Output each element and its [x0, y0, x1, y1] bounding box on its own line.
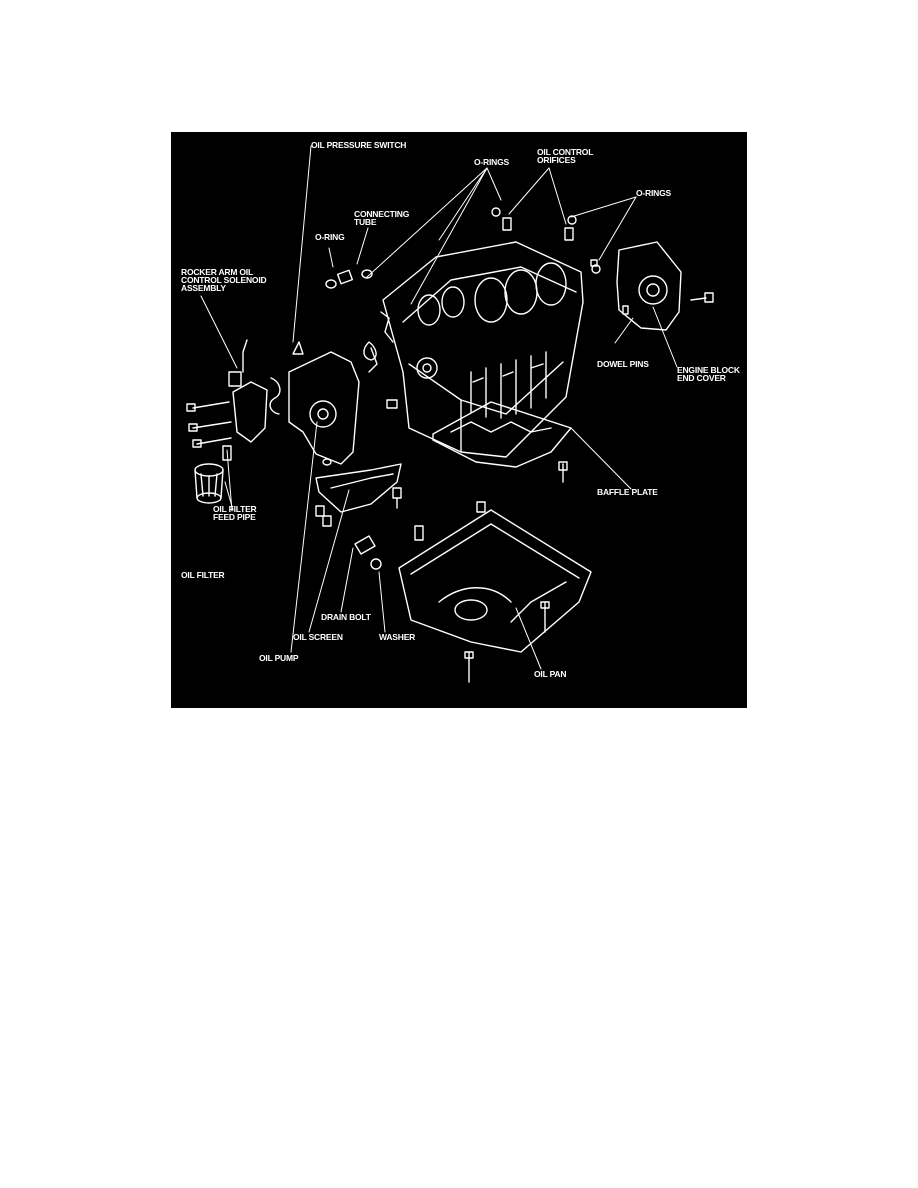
label-line: ROCKER ARM OIL: [181, 267, 253, 277]
label-connecting-tube: CONNECTING TUBE: [354, 209, 410, 227]
exploded-diagram: OIL PRESSURE SWITCH O-RINGS OIL CONTROL …: [171, 132, 747, 708]
label-line: CONTROL SOLENOID: [181, 275, 267, 285]
label-rocker-arm-oil-control-solenoid-assembly: ROCKER ARM OIL CONTROL SOLENOID ASSEMBLY: [181, 267, 267, 293]
label-line: ASSEMBLY: [181, 283, 226, 293]
label-baffle-plate: BAFFLE PLATE: [597, 487, 658, 497]
rocker-arm-solenoid: [186, 339, 281, 448]
label-line: O-RINGS: [636, 188, 671, 198]
label-engine-block-end-cover: ENGINE BLOCK END COVER: [677, 365, 740, 383]
label-oil-pan: OIL PAN: [534, 669, 567, 679]
label-dowel-pins: DOWEL PINS: [597, 359, 649, 369]
label-line: O-RINGS: [474, 157, 509, 167]
o-rings: [322, 207, 601, 466]
label-oil-filter-feed-pipe: OIL FILTER FEED PIPE: [213, 504, 257, 522]
oil-pump: [288, 341, 398, 465]
label-line: OIL PAN: [534, 669, 567, 679]
label-o-rings-right: O-RINGS: [636, 188, 671, 198]
oil-pan: [354, 501, 592, 683]
engine-block: [380, 241, 584, 458]
baffle-plate: [432, 401, 572, 483]
label-line: END COVER: [677, 373, 726, 383]
label-line: ENGINE BLOCK: [677, 365, 740, 375]
label-line: OIL SCREEN: [293, 632, 343, 642]
label-drain-bolt: DRAIN BOLT: [321, 612, 371, 622]
label-line: OIL CONTROL: [537, 147, 594, 157]
label-line: DOWEL PINS: [597, 359, 649, 369]
label-washer: WASHER: [379, 632, 416, 642]
label-line: FEED PIPE: [213, 512, 256, 522]
label-oil-filter: OIL FILTER: [181, 570, 225, 580]
label-oil-control-orifices: OIL CONTROL ORIFICES: [537, 147, 594, 165]
label-line: OIL PRESSURE SWITCH: [311, 140, 407, 150]
label-line: ORIFICES: [537, 155, 576, 165]
label-line: OIL PUMP: [259, 653, 299, 663]
label-line: OIL FILTER: [213, 504, 257, 514]
fittings: [336, 217, 598, 373]
label-line: TUBE: [354, 217, 377, 227]
oil-filter: [194, 445, 232, 504]
label-oil-pressure-switch: OIL PRESSURE SWITCH: [311, 140, 407, 150]
engine-block-end-cover: [616, 241, 714, 331]
diagram-drawing: [186, 145, 714, 683]
label-oil-screen: OIL SCREEN: [293, 632, 343, 642]
label-line: BAFFLE PLATE: [597, 487, 658, 497]
label-line: O-RING: [315, 232, 345, 242]
label-line: DRAIN BOLT: [321, 612, 371, 622]
label-oil-pump: OIL PUMP: [259, 653, 299, 663]
label-line: OIL FILTER: [181, 570, 225, 580]
label-line: WASHER: [379, 632, 416, 642]
label-o-rings-top: O-RINGS: [474, 157, 509, 167]
leader-lines: [200, 145, 678, 670]
oil-screen: [315, 463, 402, 527]
label-line: CONNECTING: [354, 209, 410, 219]
label-o-ring: O-RING: [315, 232, 345, 242]
